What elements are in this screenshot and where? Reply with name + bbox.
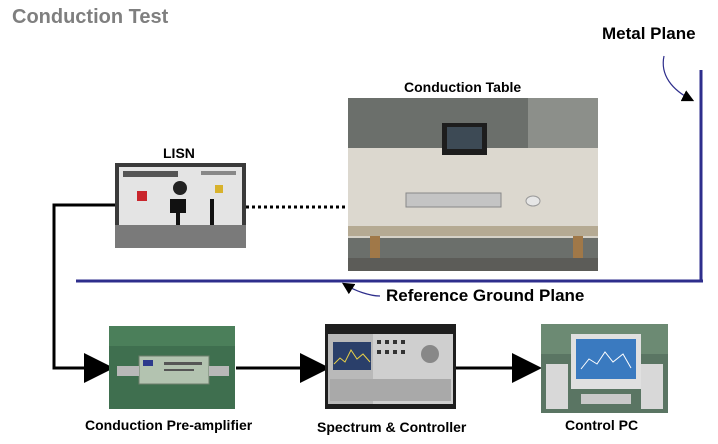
lisn-label: LISN — [163, 145, 195, 161]
control-pc-photo — [541, 324, 668, 413]
page-title: Conduction Test — [12, 6, 169, 28]
reference-ground-plane-label: Reference Ground Plane — [386, 286, 585, 305]
lisn-preamp-wire — [52, 203, 117, 383]
conduction-table-label: Conduction Table — [404, 79, 522, 95]
metal-plane-pointer — [662, 55, 695, 102]
lisn-photo — [115, 163, 246, 248]
metal-plane-label: Metal Plane — [602, 24, 696, 43]
conduction-table-photo — [348, 98, 598, 271]
spectrum-controller-label: Spectrum & Controller — [317, 419, 467, 435]
preamplifier-label: Conduction Pre-amplifier — [85, 417, 253, 433]
preamplifier-photo — [109, 326, 235, 409]
control-pc-label: Control PC — [565, 417, 639, 433]
spectrum-analyzer-photo — [325, 324, 456, 409]
ground-plane-pointer — [341, 282, 381, 297]
